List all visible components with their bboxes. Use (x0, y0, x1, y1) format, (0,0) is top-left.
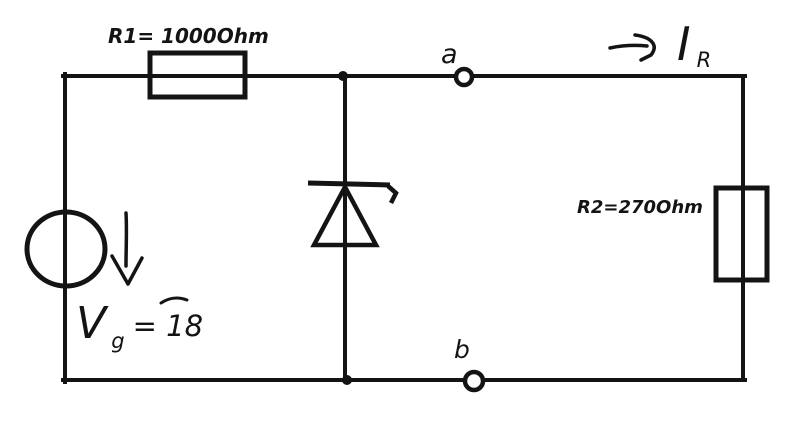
source-current-down-arrow-icon (110, 211, 144, 286)
current-subscript: R (697, 48, 712, 72)
source-voltage-value: = 18 (133, 309, 203, 343)
resistor-r2-label: R2=270Ohm (577, 197, 703, 218)
pen-flourish (159, 296, 189, 305)
junction-dot-bottom (342, 375, 352, 385)
source-voltage-symbol: V (76, 298, 109, 349)
resistor-r1-symbol (147, 50, 248, 100)
current-symbol: I (677, 17, 691, 71)
diode-cathode-hook (386, 184, 399, 205)
junction-dot-top (338, 71, 348, 81)
source-voltage-label: V g = 18 (76, 298, 203, 353)
terminal-b-label: b (454, 335, 470, 364)
source-voltage-subscript: g (111, 329, 124, 353)
diode-anode-triangle (310, 182, 380, 248)
zener-diode-symbol (307, 180, 399, 248)
diode-cathode-bar (307, 180, 391, 188)
voltage-source-symbol (24, 209, 108, 289)
load-current-right-arrow-icon (608, 33, 656, 62)
resistor-r1-label: R1= 1000Ohm (108, 24, 269, 48)
terminal-a-node (453, 66, 475, 88)
terminal-b-node (462, 369, 486, 393)
terminal-a-label: a (441, 39, 458, 70)
wires (61, 72, 747, 384)
resistor-r2-symbol (713, 185, 770, 283)
current-label: I R (677, 17, 711, 72)
